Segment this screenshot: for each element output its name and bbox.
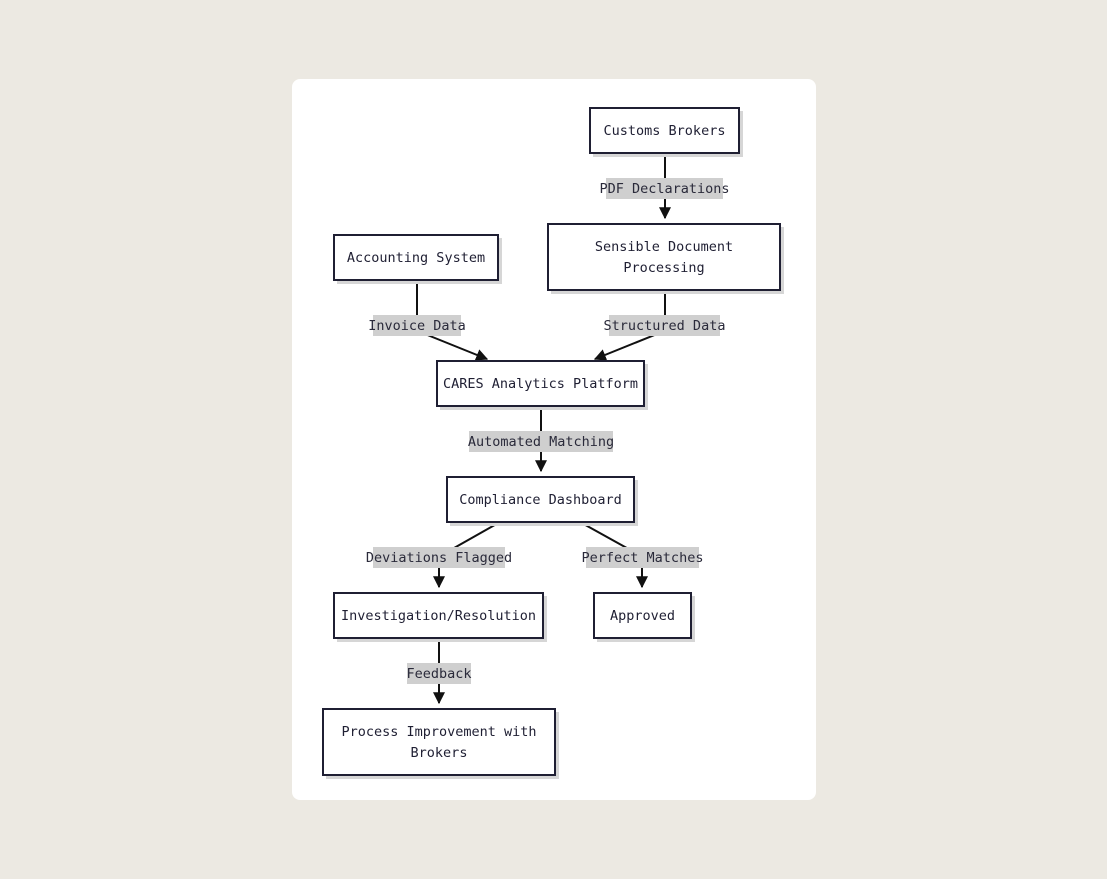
node-process-improvement[interactable]: Process Improvement with Brokers — [322, 708, 559, 779]
node-approved[interactable]: Approved — [593, 592, 695, 642]
edge-label-pdf-declarations: PDF Declarations — [599, 178, 730, 199]
edge-label-structured-data: Structured Data — [604, 315, 726, 336]
svg-text:Invoice Data: Invoice Data — [368, 318, 466, 334]
svg-text:Deviations Flagged: Deviations Flagged — [366, 550, 512, 566]
svg-text:Structured Data: Structured Data — [604, 318, 726, 334]
svg-text:Customs Brokers: Customs Brokers — [604, 123, 726, 139]
svg-text:Accounting System: Accounting System — [347, 250, 485, 266]
node-accounting-system[interactable]: Accounting System — [333, 234, 502, 284]
svg-text:Sensible Document: Sensible Document — [595, 239, 733, 255]
node-customs-brokers[interactable]: Customs Brokers — [589, 107, 743, 157]
svg-text:PDF Declarations: PDF Declarations — [599, 181, 729, 197]
svg-text:Automated Matching: Automated Matching — [468, 434, 614, 450]
edge-label-feedback: Feedback — [406, 663, 472, 684]
svg-text:Brokers: Brokers — [411, 745, 468, 761]
svg-text:Compliance Dashboard: Compliance Dashboard — [459, 492, 622, 508]
svg-text:Perfect Matches: Perfect Matches — [582, 550, 704, 566]
node-compliance-dashboard[interactable]: Compliance Dashboard — [446, 476, 638, 526]
edge-label-perfect-matches: Perfect Matches — [582, 547, 704, 568]
edge-label-automated-matching: Automated Matching — [468, 431, 614, 452]
svg-text:Investigation/Resolution: Investigation/Resolution — [341, 608, 536, 624]
svg-text:Feedback: Feedback — [406, 666, 471, 682]
svg-text:Approved: Approved — [610, 608, 675, 624]
svg-text:Process Improvement with: Process Improvement with — [341, 724, 536, 740]
svg-text:CARES Analytics Platform: CARES Analytics Platform — [443, 376, 638, 392]
node-investigation-resolution[interactable]: Investigation/Resolution — [333, 592, 547, 642]
edge-label-invoice-data: Invoice Data — [368, 315, 466, 336]
node-cares-analytics-platform[interactable]: CARES Analytics Platform — [436, 360, 648, 410]
edge-label-deviations-flagged: Deviations Flagged — [366, 547, 512, 568]
node-sensible-document-processing[interactable]: Sensible Document Processing — [547, 223, 784, 294]
svg-text:Processing: Processing — [623, 260, 704, 276]
